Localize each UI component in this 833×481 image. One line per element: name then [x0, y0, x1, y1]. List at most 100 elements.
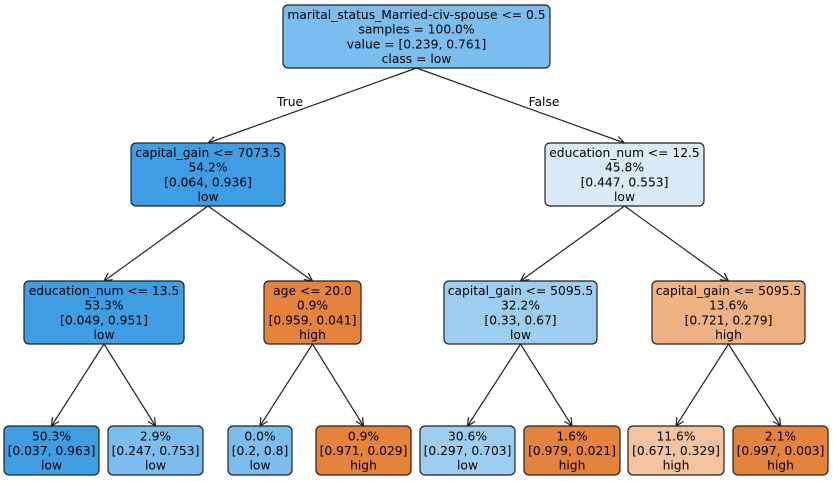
tree-node-l6: 1.6%[0.979, 0.021]high — [523, 425, 621, 476]
tree-edge-n6-l8 — [727, 343, 781, 426]
node-text-line: capital_gain <= 5095.5 — [448, 284, 593, 298]
tree-node-n1: capital_gain <= 7073.554.2%[0.064, 0.936… — [130, 142, 286, 207]
node-text-line: high — [663, 459, 690, 473]
edge-label-true: True — [276, 95, 303, 109]
node-text-line: 0.9% — [348, 429, 379, 443]
node-box — [732, 425, 829, 476]
node-text-line: [0.064, 0.936] — [164, 175, 252, 189]
tree-node-n3: education_num <= 13.553.3%[0.049, 0.951]… — [23, 280, 185, 345]
node-text-line: 30.6% — [448, 429, 487, 443]
node-box — [544, 142, 705, 207]
tree-node-root: marital_status_Married-civ-spouse <= 0.5… — [282, 4, 551, 69]
node-text-line: 13.6% — [709, 299, 748, 313]
node-text-line: 50.3% — [32, 429, 71, 443]
node-text-line: 1.6% — [556, 429, 587, 443]
node-text-line: class = low — [382, 52, 452, 66]
tree-node-l2: 2.9%[0.247, 0.753]low — [107, 425, 204, 476]
node-text-line: high — [299, 328, 326, 342]
tree-edge-n3-l2 — [103, 343, 156, 426]
tree-node-l1: 50.3%[0.037, 0.963]low — [3, 425, 100, 476]
node-text-line: low — [41, 459, 62, 473]
node-box — [651, 280, 806, 345]
tree-node-l3: 0.0%[0.2, 0.8]low — [227, 425, 293, 476]
node-box — [23, 280, 185, 345]
node-box — [282, 4, 551, 69]
node-text-line: low — [510, 328, 531, 342]
tree-edge-n2-n5 — [521, 205, 625, 281]
node-text-line: low — [94, 328, 115, 342]
node-text-line: 45.8% — [605, 161, 644, 175]
node-text-line: [0.049, 0.951] — [60, 313, 148, 327]
node-text-line: [0.979, 0.021] — [528, 444, 616, 458]
node-box — [263, 280, 362, 345]
node-text-line: [0.997, 0.003] — [737, 444, 825, 458]
node-text-line: low — [250, 459, 271, 473]
tree-edge-n4-l4 — [311, 343, 364, 426]
node-box — [315, 425, 412, 476]
node-text-line: [0.037, 0.963] — [8, 444, 96, 458]
node-text-line: education_num <= 12.5 — [549, 146, 700, 160]
node-text-line: [0.247, 0.753] — [112, 444, 200, 458]
node-text-line: high — [767, 459, 794, 473]
node-text-line: 32.2% — [501, 299, 540, 313]
node-box — [523, 425, 621, 476]
node-box — [419, 425, 516, 476]
node-text-line: 54.2% — [188, 161, 227, 175]
node-text-line: capital_gain <= 7073.5 — [135, 146, 280, 160]
tree-node-l7: 11.6%[0.671, 0.329]high — [627, 425, 725, 476]
tree-edges — [52, 67, 781, 426]
node-text-line: 11.6% — [656, 429, 695, 443]
node-box — [3, 425, 100, 476]
node-text-line: 0.0% — [244, 429, 275, 443]
node-text-line: education_num <= 13.5 — [29, 284, 180, 298]
node-text-line: marital_status_Married-civ-spouse <= 0.5 — [287, 8, 545, 22]
node-text-line: 2.9% — [140, 429, 171, 443]
node-text-line: low — [198, 190, 219, 204]
tree-node-n2: education_num <= 12.545.8%[0.447, 0.553]… — [544, 142, 705, 207]
node-box — [443, 280, 598, 345]
tree-node-l5: 30.6%[0.297, 0.703]low — [419, 425, 516, 476]
node-text-line: age <= 20.0 — [273, 284, 352, 298]
edge-label-false: False — [529, 95, 560, 109]
node-text-line: high — [559, 459, 586, 473]
node-text-line: high — [715, 328, 742, 342]
node-text-line: 2.1% — [765, 429, 796, 443]
tree-edge-n3-l1 — [52, 343, 105, 426]
tree-edge-n5-l5 — [468, 343, 522, 426]
node-text-line: 53.3% — [84, 299, 123, 313]
node-text-line: [0.447, 0.553] — [581, 175, 669, 189]
node-box — [227, 425, 293, 476]
tree-node-n5: capital_gain <= 5095.532.2%[0.33, 0.67]l… — [443, 280, 598, 345]
tree-edge-n6-l7 — [676, 343, 730, 426]
tree-node-n6: capital_gain <= 5095.513.6%[0.721, 0.279… — [651, 280, 806, 345]
tree-node-l4: 0.9%[0.971, 0.029]high — [315, 425, 412, 476]
tree-nodes: marital_status_Married-civ-spouse <= 0.5… — [3, 4, 829, 476]
node-box — [627, 425, 725, 476]
tree-edge-n4-l3 — [260, 343, 314, 426]
node-text-line: [0.2, 0.8] — [232, 444, 289, 458]
node-text-line: [0.971, 0.029] — [320, 444, 408, 458]
node-text-line: [0.297, 0.703] — [424, 444, 512, 458]
tree-edge-root-n1 — [208, 67, 417, 143]
node-text-line: [0.721, 0.279] — [685, 313, 773, 327]
node-text-line: 0.9% — [297, 299, 328, 313]
tree-edge-n5-l6 — [519, 343, 573, 426]
node-text-line: capital_gain <= 5095.5 — [656, 284, 801, 298]
node-text-line: low — [614, 190, 635, 204]
node-text-line: low — [145, 459, 166, 473]
tree-edge-n1-n4 — [207, 205, 313, 281]
node-box — [107, 425, 204, 476]
node-text-line: value = [0.239, 0.761] — [347, 37, 487, 51]
node-text-line: high — [350, 459, 377, 473]
node-text-line: samples = 100.0% — [358, 23, 474, 37]
node-text-line: low — [457, 459, 478, 473]
tree-edge-root-n2 — [416, 67, 625, 143]
node-text-line: [0.671, 0.329] — [632, 444, 720, 458]
node-text-line: [0.959, 0.041] — [269, 313, 357, 327]
node-box — [130, 142, 286, 207]
tree-node-l8: 2.1%[0.997, 0.003]high — [732, 425, 829, 476]
tree-edge-n2-n6 — [624, 205, 729, 281]
tree-edge-n1-n3 — [104, 205, 209, 281]
tree-node-n4: age <= 20.00.9%[0.959, 0.041]high — [263, 280, 362, 345]
